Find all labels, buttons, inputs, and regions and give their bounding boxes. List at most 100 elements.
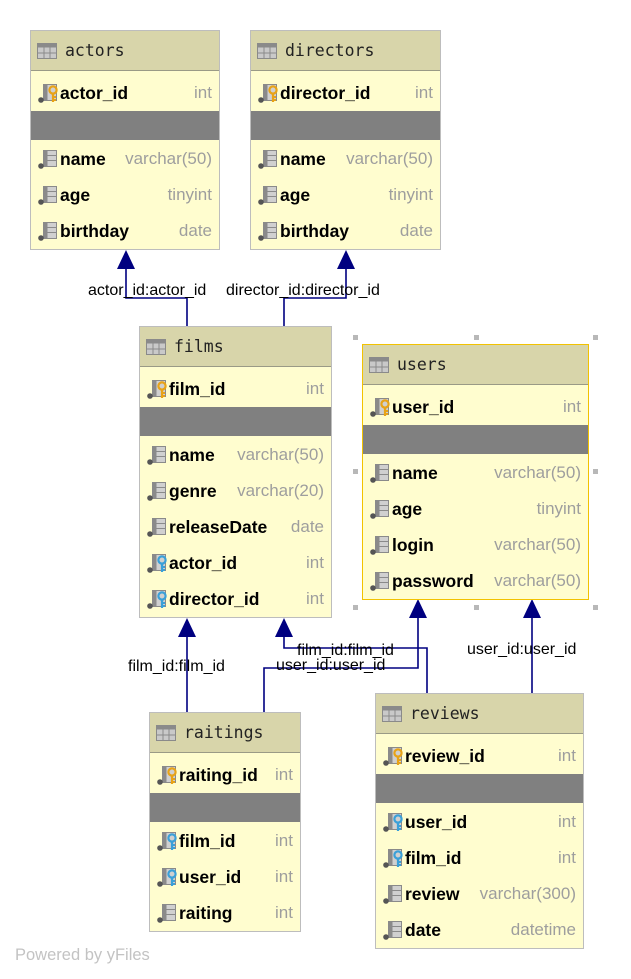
pk-separator (363, 425, 588, 454)
resize-handle-n[interactable] (474, 335, 479, 340)
column-name: password (392, 570, 474, 591)
edge-raitings-users[interactable] (263, 617, 419, 712)
column-type: varchar(50) (494, 535, 581, 554)
column-icon (258, 221, 278, 241)
column-row[interactable]: birthday date (31, 213, 219, 249)
table-header[interactable]: raitings (150, 713, 300, 753)
column-type: tinyint (536, 499, 581, 518)
table-users[interactable]: users user_id int name varchar(50) age t… (362, 344, 589, 600)
edge-arrow (117, 250, 135, 269)
table-icon (37, 43, 57, 59)
column-name: birthday (60, 220, 130, 241)
resize-handle-se[interactable] (593, 605, 598, 610)
column-type: int (558, 812, 576, 831)
column-name: birthday (280, 220, 350, 241)
column-row-fk[interactable]: user_id int (150, 859, 300, 895)
column-row[interactable]: birthday date (251, 213, 440, 249)
column-row-fk[interactable]: user_id int (376, 804, 583, 840)
table-header[interactable]: directors (251, 31, 440, 71)
edge-films-actors[interactable] (125, 268, 188, 326)
table-icon (257, 43, 277, 59)
column-name: name (280, 148, 326, 169)
column-type: varchar(50) (125, 149, 212, 168)
resize-handle-s[interactable] (474, 605, 479, 610)
column-name: director_id (169, 588, 260, 609)
column-row[interactable]: name varchar(50) (363, 455, 588, 491)
column-icon (370, 571, 390, 591)
column-name: name (60, 148, 106, 169)
column-row[interactable]: age tinyint (251, 177, 440, 213)
column-icon (147, 481, 167, 501)
table-header[interactable]: actors (31, 31, 219, 71)
edge-reviews-films[interactable] (283, 636, 428, 693)
column-name: film_id (179, 830, 236, 851)
foreign-key-icon (157, 831, 177, 851)
column-row[interactable]: age tinyint (31, 177, 219, 213)
column-row-fk[interactable]: film_id int (376, 840, 583, 876)
table-raitings[interactable]: raitings raiting_id int film_id int user… (149, 712, 301, 932)
column-row-pk[interactable]: raiting_id int (150, 757, 300, 793)
column-row[interactable]: date datetime (376, 912, 583, 948)
column-type: int (275, 765, 293, 784)
table-header[interactable]: reviews (376, 694, 583, 734)
resize-handle-w[interactable] (353, 469, 358, 474)
column-type: int (275, 831, 293, 850)
column-row-fk[interactable]: director_id int (140, 581, 331, 617)
column-row[interactable]: name varchar(50) (140, 437, 331, 473)
column-name: age (280, 184, 311, 205)
table-directors[interactable]: directors director_id int name varchar(5… (250, 30, 441, 250)
column-icon (258, 149, 278, 169)
column-row-pk[interactable]: actor_id int (31, 75, 219, 111)
column-icon (370, 463, 390, 483)
column-row-pk[interactable]: review_id int (376, 738, 583, 774)
column-icon (38, 221, 58, 241)
column-row[interactable]: releaseDate date (140, 509, 331, 545)
column-row-pk[interactable]: director_id int (251, 75, 440, 111)
column-row[interactable]: review varchar(300) (376, 876, 583, 912)
column-type: varchar(50) (237, 445, 324, 464)
powered-by-footer: Powered by yFiles (15, 946, 150, 964)
edge-arrow (523, 599, 541, 618)
foreign-key-icon (147, 553, 167, 573)
column-icon (38, 185, 58, 205)
column-type: int (558, 848, 576, 867)
column-row[interactable]: genre varchar(20) (140, 473, 331, 509)
column-type: varchar(50) (494, 571, 581, 590)
column-row-fk[interactable]: actor_id int (140, 545, 331, 581)
column-row[interactable]: password varchar(50) (363, 563, 588, 599)
column-row[interactable]: name varchar(50) (31, 141, 219, 177)
column-name: genre (169, 480, 217, 501)
edge-films-directors[interactable] (283, 268, 347, 326)
column-type: int (275, 867, 293, 886)
edge-label-raitings-film: film_id:film_id (128, 658, 225, 675)
column-name: review_id (405, 745, 485, 766)
column-type: int (415, 83, 433, 102)
column-row-fk[interactable]: film_id int (150, 823, 300, 859)
resize-handle-ne[interactable] (593, 335, 598, 340)
resize-handle-sw[interactable] (353, 605, 358, 610)
column-icon (370, 535, 390, 555)
column-name: director_id (280, 82, 371, 103)
table-icon (156, 725, 176, 741)
column-row-pk[interactable]: film_id int (140, 371, 331, 407)
resize-handle-e[interactable] (593, 469, 598, 474)
column-row-pk[interactable]: user_id int (363, 389, 588, 425)
column-icon (383, 884, 403, 904)
table-header[interactable]: films (140, 327, 331, 367)
table-header[interactable]: users (363, 345, 588, 385)
column-row[interactable]: login varchar(50) (363, 527, 588, 563)
foreign-key-icon (383, 812, 403, 832)
column-row[interactable]: name varchar(50) (251, 141, 440, 177)
column-row[interactable]: raiting int (150, 895, 300, 931)
column-row[interactable]: age tinyint (363, 491, 588, 527)
table-title: raitings (184, 723, 264, 742)
resize-handle-nw[interactable] (353, 335, 358, 340)
primary-key-icon (157, 765, 177, 785)
table-actors[interactable]: actors actor_id int name varchar(50) age… (30, 30, 220, 250)
table-reviews[interactable]: reviews review_id int user_id int film_i… (375, 693, 584, 949)
column-type: varchar(50) (346, 149, 433, 168)
edge-arrow (275, 618, 293, 637)
table-films[interactable]: films film_id int name varchar(50) genre… (139, 326, 332, 618)
foreign-key-icon (383, 848, 403, 868)
